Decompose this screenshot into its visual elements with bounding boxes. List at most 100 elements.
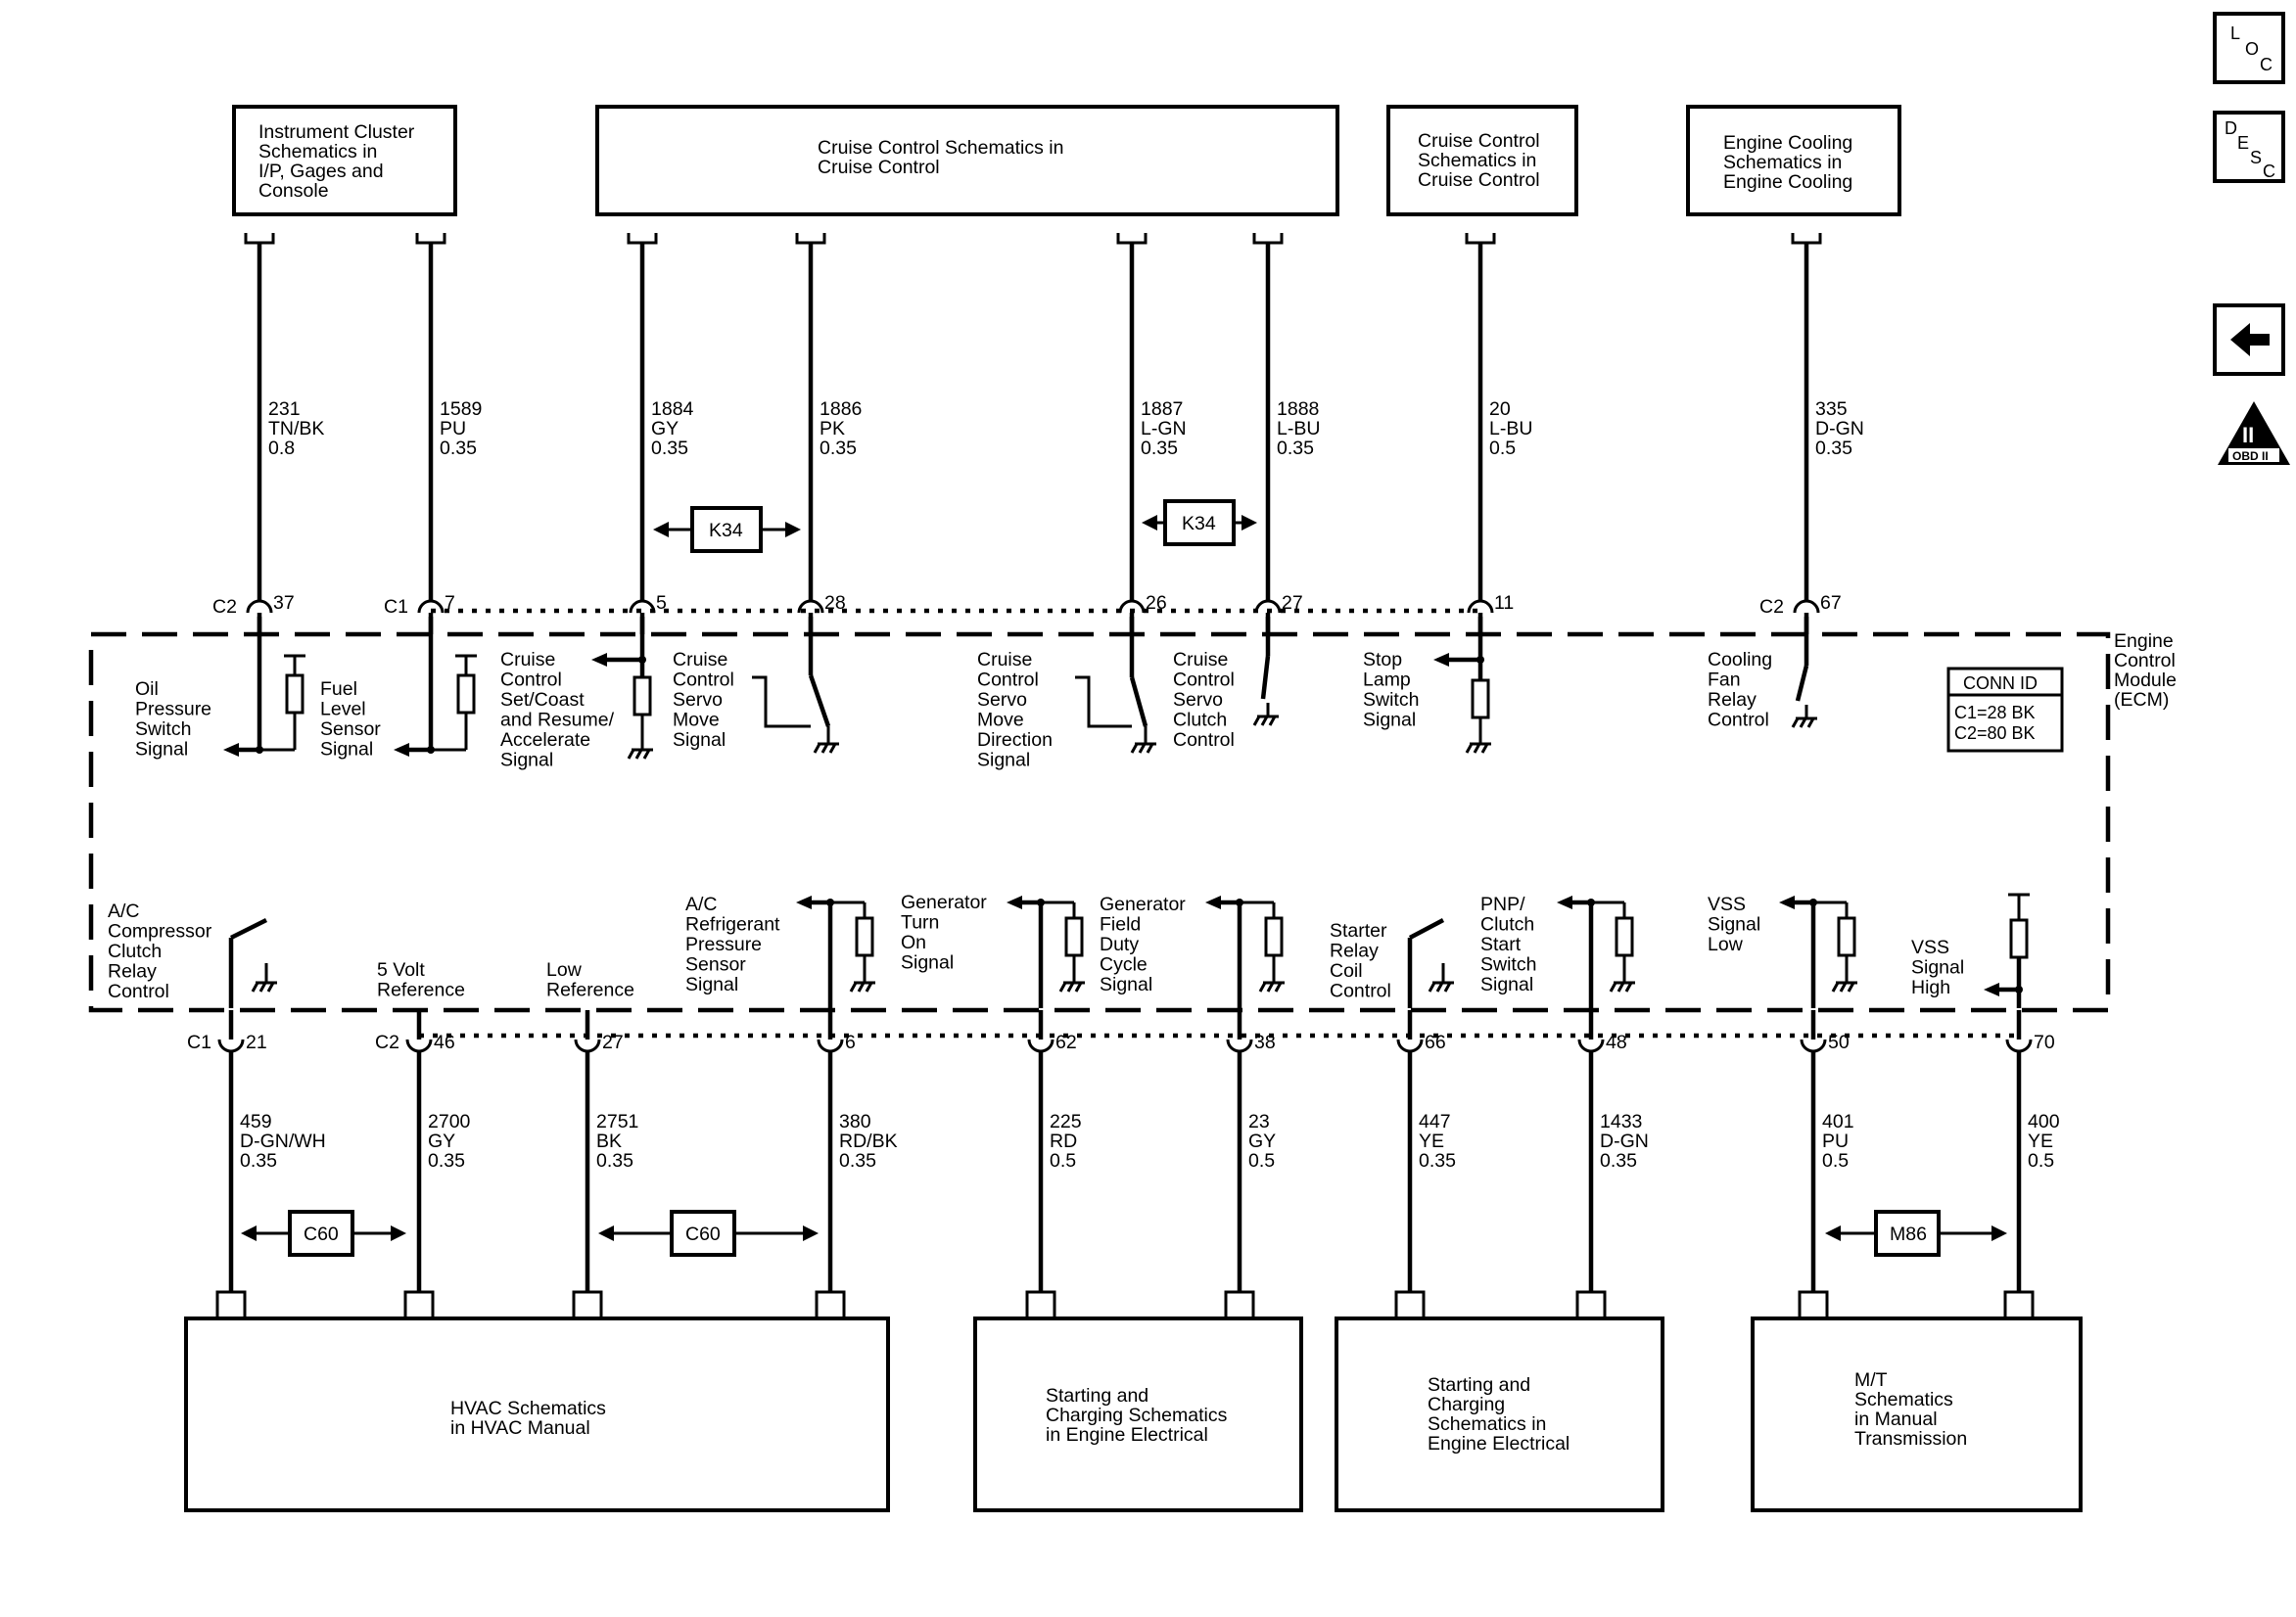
function-label: Control (1330, 981, 1391, 1002)
pin-number: 28 (824, 592, 846, 614)
wire-circuit-number: 380 (839, 1111, 871, 1132)
pin-number: 66 (1425, 1032, 1446, 1053)
wire-size: 0.35 (839, 1150, 876, 1172)
ground-icon (849, 981, 875, 993)
function-label: Clutch (108, 941, 162, 962)
function-label: Lamp (1363, 670, 1411, 691)
option-marker-c60: C60 (598, 1210, 819, 1257)
function-label: Starter (1330, 920, 1387, 942)
ground-icon (1130, 742, 1156, 754)
function-label: Level (320, 699, 366, 720)
loc-icon[interactable]: L O C (2213, 12, 2285, 84)
function-label: Move (977, 710, 1024, 731)
function-label: Control (108, 981, 169, 1002)
wire-color: D-GN/WH (240, 1131, 326, 1152)
top-wire-20[interactable]: 20L-BU0.511 (1465, 233, 1532, 634)
wire-circuit-number: 2751 (596, 1111, 638, 1132)
desc-icon[interactable]: D E S C (2213, 111, 2285, 183)
conn-id-table: CONN ID C1=28 BK C2=80 BK (1946, 667, 2064, 753)
option-code: K34 (1182, 513, 1216, 534)
internal-circuits (223, 617, 2030, 1008)
wire-size: 0.35 (1141, 438, 1178, 459)
function-label: Servo (1173, 689, 1223, 711)
wire-circuit-number: 23 (1248, 1111, 1270, 1132)
ecm-boundary (88, 631, 2111, 1013)
option-marker-c60: C60 (241, 1210, 406, 1257)
connector-id: C2 (375, 1032, 399, 1053)
wire-size: 0.35 (428, 1150, 465, 1172)
function-label: Relay (108, 961, 157, 983)
pin-number: 6 (845, 1032, 856, 1053)
function-label: Signal (1363, 710, 1416, 731)
function-label: Pressure (685, 934, 762, 955)
function-label: Signal (1708, 914, 1760, 936)
pin-number: 5 (656, 592, 667, 614)
wire-color: L-GN (1141, 418, 1187, 439)
pin-number: 38 (1254, 1032, 1276, 1053)
svg-text:O: O (2245, 39, 2259, 59)
function-label: High (1911, 977, 1950, 998)
svg-text:OBD II: OBD II (2232, 449, 2269, 463)
function-label: Accelerate (500, 729, 590, 751)
svg-text:CONN ID: CONN ID (1963, 673, 2038, 693)
wire-circuit-number: 335 (1815, 398, 1848, 420)
ground-icon (1258, 981, 1285, 993)
function-label: Generator (1100, 894, 1186, 915)
svg-text:L: L (2230, 23, 2240, 43)
connector-id: C1 (187, 1032, 211, 1053)
wire-circuit-number: 1884 (651, 398, 694, 420)
back-arrow-icon[interactable] (2213, 303, 2285, 376)
obd-ii-icon[interactable]: II OBD II (2218, 401, 2290, 465)
function-label: Sensor (320, 718, 381, 740)
function-label: 5 Volt (377, 959, 425, 981)
ground-icon (813, 742, 839, 754)
svg-text:D: D (2225, 118, 2237, 138)
pin-number: 11 (1494, 592, 1514, 614)
function-label: Clutch (1173, 710, 1227, 731)
wire-color: PK (820, 418, 845, 439)
function-label: Signal (1911, 957, 1964, 979)
wire-circuit-number: 1888 (1277, 398, 1319, 420)
pin-number: 62 (1055, 1032, 1077, 1053)
pin-number: 7 (445, 592, 455, 614)
function-label: Control (500, 670, 562, 691)
function-label: A/C (685, 894, 718, 915)
function-label: VSS (1708, 894, 1746, 915)
option-code: K34 (709, 520, 743, 541)
pin-number: 50 (1828, 1032, 1850, 1053)
ground-symbols (251, 715, 1857, 993)
function-label: Control (1173, 670, 1235, 691)
wire-circuit-number: 1433 (1600, 1111, 1642, 1132)
wire-size: 0.35 (651, 438, 688, 459)
function-label: Reference (377, 980, 465, 1001)
